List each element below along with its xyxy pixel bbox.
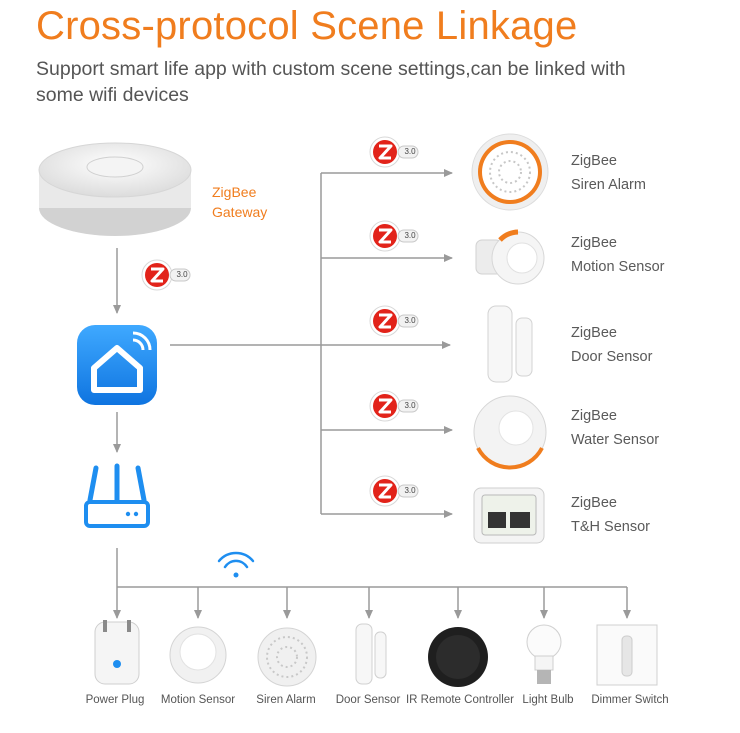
gateway-label-line2: Gateway: [212, 202, 267, 222]
device-protocol: ZigBee: [571, 491, 650, 515]
zigbee-gateway-icon: [39, 143, 191, 236]
device-protocol: ZigBee: [571, 404, 659, 428]
dimmer-switch-label: Dimmer Switch: [591, 694, 668, 706]
zigbee-badge-text: 3.0: [400, 231, 420, 240]
device-protocol: ZigBee: [571, 321, 652, 345]
device-protocol: ZigBee: [571, 231, 665, 255]
device-name: Siren Alarm: [571, 173, 646, 197]
wifi-router-icon: [86, 466, 148, 526]
water-sensor-device: [474, 396, 546, 468]
power-plug-label: Power Plug: [86, 694, 145, 706]
ir-remote-controller-label: IR Remote Controller: [406, 694, 514, 706]
th-sensor-device: [474, 488, 544, 543]
siren-alarm-bottom-device: [258, 628, 316, 686]
zigbee-badge-text: 3.0: [400, 486, 420, 495]
device-protocol: ZigBee: [571, 149, 646, 173]
motion-sensor-device: [476, 232, 544, 284]
gateway-label: ZigBee Gateway: [212, 182, 267, 222]
dimmer-switch-device: [597, 625, 657, 685]
siren-alarm-device: [472, 134, 548, 210]
th-sensor-label: ZigBee T&H Sensor: [571, 491, 650, 539]
wifi-signal-icon: [219, 553, 253, 578]
zigbee-badge-text: 3.0: [400, 147, 420, 156]
door-sensor-bottom-device: [356, 624, 386, 684]
ir-remote-controller-device: [428, 627, 488, 687]
device-name: Water Sensor: [571, 428, 659, 452]
siren-alarm-bottom-label: Siren Alarm: [256, 694, 315, 706]
light-bulb-label: Light Bulb: [522, 694, 573, 706]
door-sensor-device: [488, 306, 532, 382]
device-name: Motion Sensor: [571, 255, 665, 279]
door-sensor-label: ZigBee Door Sensor: [571, 321, 652, 369]
motion-sensor-bottom-device: [170, 627, 226, 683]
zigbee-badge-text: 3.0: [400, 316, 420, 325]
zigbee-badge-text: 3.0: [172, 270, 192, 279]
motion-sensor-label: ZigBee Motion Sensor: [571, 231, 665, 279]
device-name: Door Sensor: [571, 345, 652, 369]
light-bulb-device: [527, 625, 561, 684]
smart-life-app-icon: [77, 325, 157, 405]
door-sensor-bottom-label: Door Sensor: [336, 694, 401, 706]
motion-sensor-bottom-label: Motion Sensor: [161, 694, 235, 706]
zigbee-badge-text: 3.0: [400, 401, 420, 410]
siren-alarm-label: ZigBee Siren Alarm: [571, 149, 646, 197]
power-plug-device: [95, 620, 139, 684]
gateway-label-line1: ZigBee: [212, 182, 267, 202]
water-sensor-label: ZigBee Water Sensor: [571, 404, 659, 452]
device-name: T&H Sensor: [571, 515, 650, 539]
